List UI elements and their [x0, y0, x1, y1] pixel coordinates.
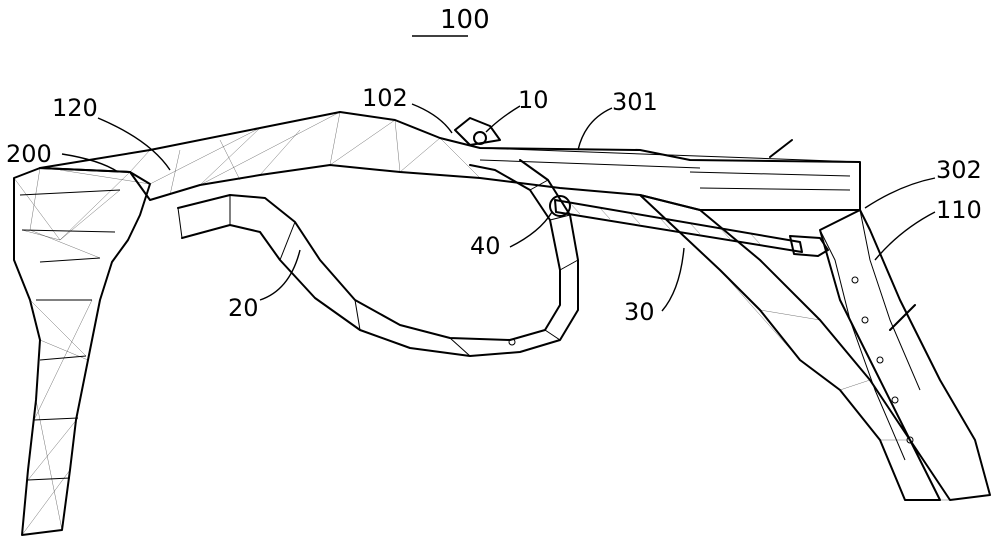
- strut-30: [549, 195, 829, 257]
- inner-arch: [177, 159, 579, 357]
- leader-lines: [61, 103, 936, 312]
- label-10: 10: [518, 86, 549, 114]
- label-200: 200: [6, 140, 52, 168]
- top-beam: [39, 111, 861, 211]
- label-40: 40: [470, 232, 501, 260]
- label-302: 302: [936, 156, 982, 184]
- strut-end-301: [549, 195, 571, 217]
- label-102: 102: [362, 84, 408, 112]
- label-301: 301: [612, 88, 658, 116]
- strut-end-302: [789, 235, 829, 257]
- label-30: 30: [624, 298, 655, 326]
- right-pillar: [639, 139, 991, 501]
- figure-title: 100: [440, 5, 490, 35]
- label-120: 120: [52, 94, 98, 122]
- label-20: 20: [228, 294, 259, 322]
- joint-10: [454, 117, 501, 146]
- left-pillar: [13, 167, 151, 536]
- label-110: 110: [936, 196, 982, 224]
